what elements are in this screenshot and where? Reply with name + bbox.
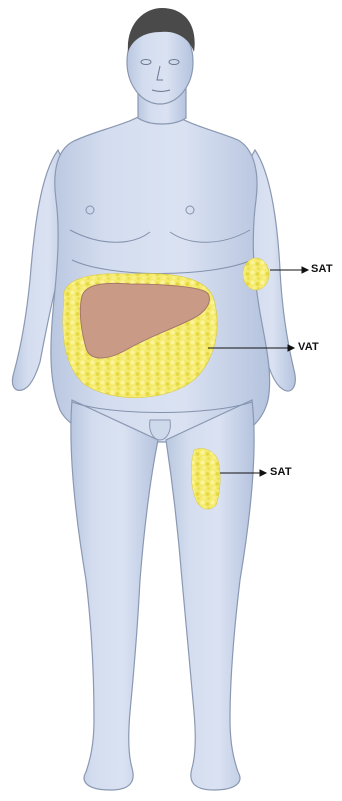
sat-thigh-label: SAT <box>270 466 292 478</box>
right-leg <box>71 400 158 790</box>
sat-arm-label: SAT <box>311 263 333 275</box>
subcutaneous-fat-arm <box>243 258 269 290</box>
vat-label: VAT <box>298 341 319 353</box>
human-body-figure <box>12 20 295 790</box>
